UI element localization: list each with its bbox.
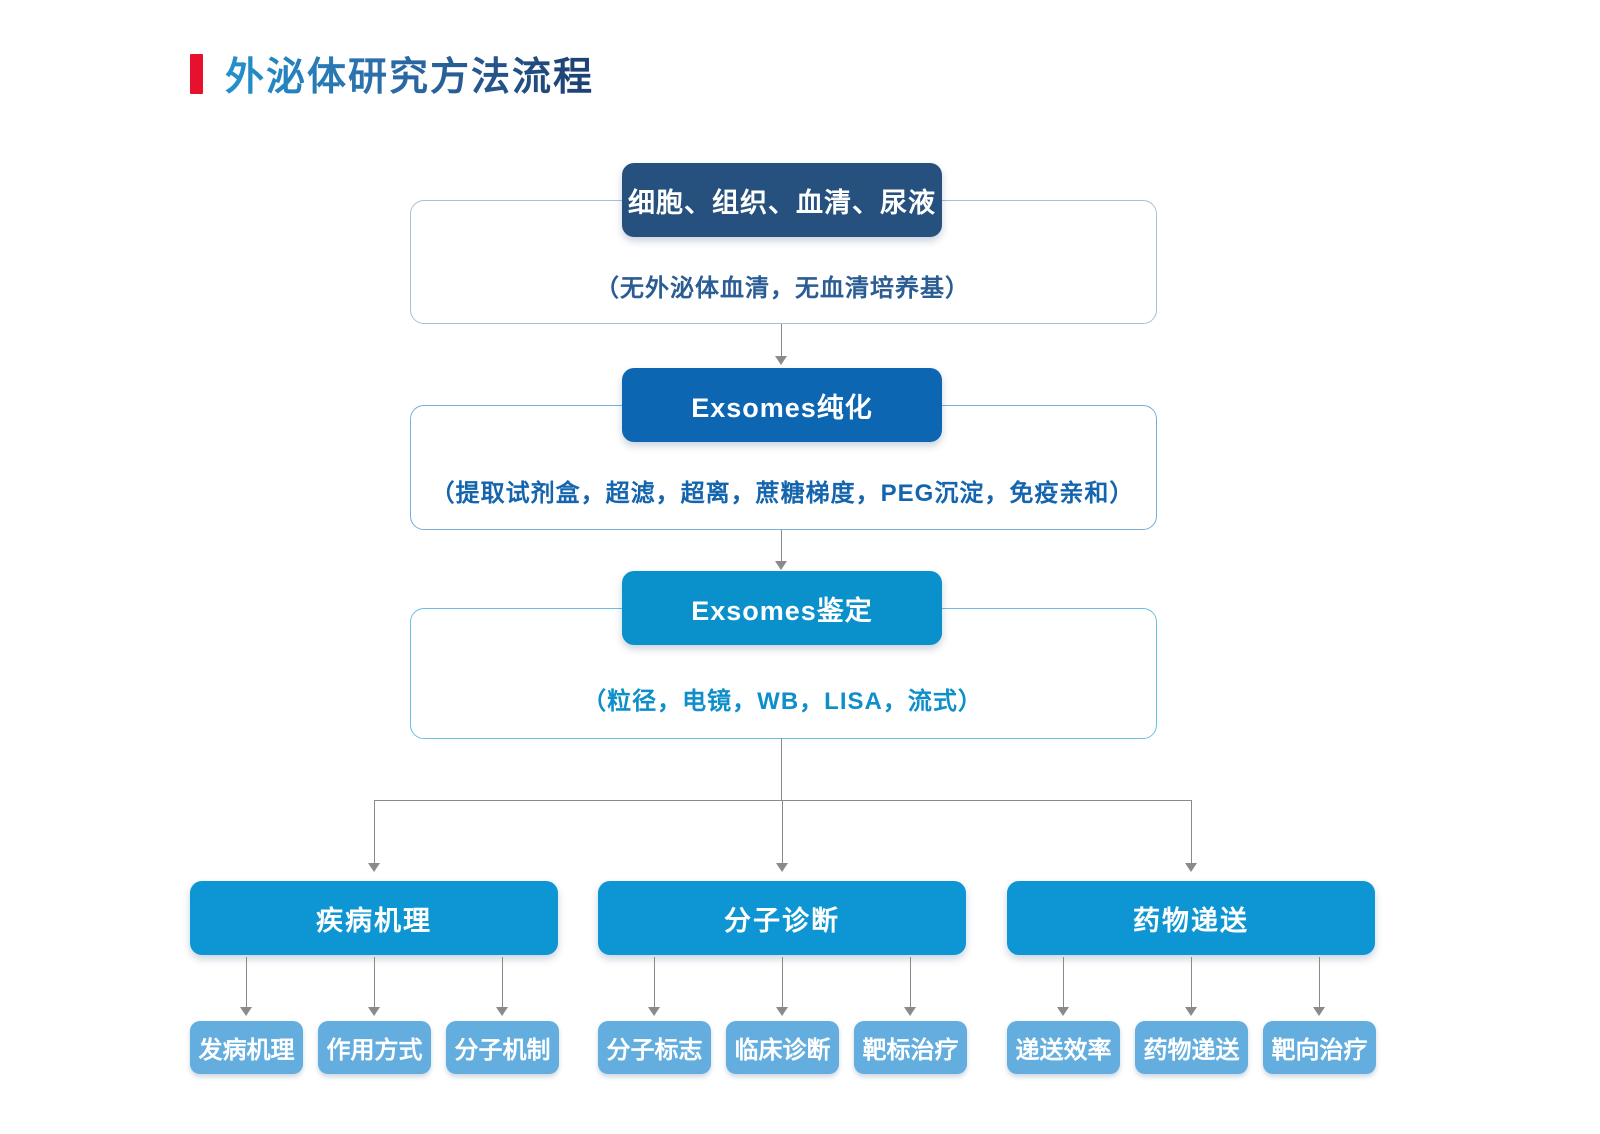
arrow-head-icon	[775, 561, 787, 570]
stage-2-caption: （提取试剂盒，超滤，超离，蔗糖梯度，PEG沉淀，免疫亲和）	[430, 480, 1135, 507]
child-box: 靶向治疗	[1263, 1021, 1376, 1074]
child-box: 发病机理	[190, 1021, 303, 1074]
branch-header-molecular-diagnosis: 分子诊断	[598, 881, 966, 955]
stage-3-header: Exsomes鉴定	[622, 571, 942, 645]
arrow-to-child	[496, 957, 508, 1016]
arrow-to-child	[1185, 957, 1197, 1016]
arrow-to-child	[1313, 957, 1325, 1016]
arrow-to-child	[368, 957, 380, 1016]
connector-trunk-line	[781, 738, 782, 800]
arrow-shaft	[653, 957, 655, 1008]
page-title: 外泌体研究方法流程	[190, 46, 594, 102]
arrow-to-child	[1057, 957, 1069, 1016]
arrow-shaft	[245, 957, 247, 1008]
arrow-shaft	[780, 324, 782, 357]
arrow-head-icon	[496, 1007, 508, 1016]
arrow-head-icon	[776, 1007, 788, 1016]
child-box: 临床诊断	[726, 1021, 839, 1074]
arrow-to-branch-2	[776, 800, 788, 872]
arrow-to-branch-3	[1185, 800, 1197, 872]
arrow-shaft	[373, 800, 375, 864]
child-box: 分子标志	[598, 1021, 711, 1074]
arrow-shaft	[1318, 957, 1320, 1008]
branch-header-drug-delivery: 药物递送	[1007, 881, 1375, 955]
arrow-head-icon	[368, 1007, 380, 1016]
arrow-shaft	[781, 800, 783, 864]
arrow-head-icon	[776, 863, 788, 872]
arrow-head-icon	[1057, 1007, 1069, 1016]
stage-3-caption: （粒径，电镜，WB，LISA，流式）	[582, 688, 983, 715]
stage-1-header: 细胞、组织、血清、尿液	[622, 163, 942, 237]
arrow-shaft	[1062, 957, 1064, 1008]
arrow-head-icon	[1313, 1007, 1325, 1016]
arrow-shaft	[780, 530, 782, 562]
arrow-to-child	[240, 957, 252, 1016]
child-box: 药物递送	[1135, 1021, 1248, 1074]
stage-2-header: Exsomes纯化	[622, 368, 942, 442]
branch-header-disease-mechanism: 疾病机理	[190, 881, 558, 955]
arrow-shaft	[909, 957, 911, 1008]
child-box: 靶标治疗	[854, 1021, 967, 1074]
arrow-to-branch-1	[368, 800, 380, 872]
arrow-head-icon	[1185, 863, 1197, 872]
arrow-to-child	[904, 957, 916, 1016]
page-title-text: 外泌体研究方法流程	[225, 46, 594, 102]
arrow-head-icon	[775, 356, 787, 365]
arrow-shaft	[781, 957, 783, 1008]
arrow-head-icon	[648, 1007, 660, 1016]
child-box: 分子机制	[446, 1021, 559, 1074]
arrow-head-icon	[904, 1007, 916, 1016]
child-box: 递送效率	[1007, 1021, 1120, 1074]
arrow-shaft	[1190, 800, 1192, 864]
connector-horizontal-line	[374, 800, 1192, 801]
arrow-head-icon	[240, 1007, 252, 1016]
arrow-shaft	[373, 957, 375, 1008]
arrow-head-icon	[1185, 1007, 1197, 1016]
arrow-head-icon	[368, 863, 380, 872]
title-accent-bar-icon	[190, 54, 203, 94]
arrow-stage1-to-stage2	[775, 324, 787, 365]
stage-1-caption: （无外泌体血清，无血清培养基）	[595, 275, 970, 302]
arrow-shaft	[1190, 957, 1192, 1008]
arrow-to-child	[776, 957, 788, 1016]
arrow-stage2-to-stage3	[775, 530, 787, 570]
child-box: 作用方式	[318, 1021, 431, 1074]
arrow-shaft	[501, 957, 503, 1008]
arrow-to-child	[648, 957, 660, 1016]
